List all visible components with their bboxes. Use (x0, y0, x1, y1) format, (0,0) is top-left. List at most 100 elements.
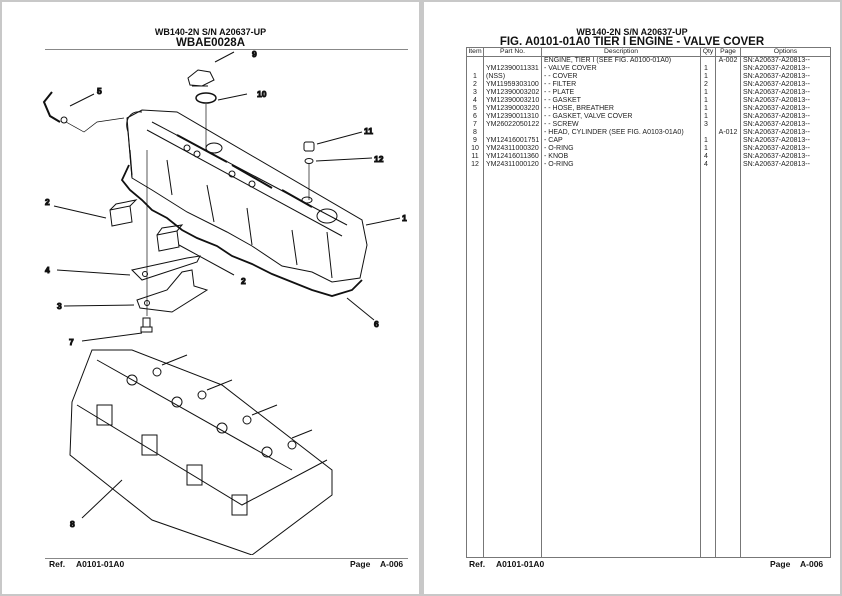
footer-page-label: Page (770, 559, 791, 569)
item-cell: 12 (471, 161, 479, 168)
footer-page-value: A-006 (380, 559, 404, 569)
empty-cell (715, 169, 741, 558)
options-cell: SN:A20637-A20813-- (740, 137, 831, 145)
header-options: Options (740, 47, 831, 57)
illustration-id: WBAE0028A (175, 37, 246, 49)
diagram-page: WB140-2N S/N A20637-UP WBAE0028A (2, 2, 419, 594)
quantity-cell: 1 (700, 89, 716, 97)
empty-cell (740, 169, 831, 558)
quantity-cell: 1 (700, 137, 716, 145)
screw-drawing (140, 317, 153, 333)
options-cell: SN:A20637-A20813-- (740, 145, 831, 153)
callout-8: 8 (70, 519, 75, 529)
callout-2b: 2 (241, 276, 246, 286)
quantity-cell: 4 (700, 161, 716, 169)
part-number-cell: YM12390011331 (483, 65, 542, 73)
callout-6: 6 (374, 319, 379, 329)
footer-ref-label: Ref. (49, 559, 66, 569)
part-number-cell: YM12416011360 (483, 153, 542, 161)
small-o-ring-drawing (304, 158, 314, 164)
page-ref-cell (715, 121, 741, 129)
options-cell: SN:A20637-A20813-- (740, 89, 831, 97)
options-cell: SN:A20637-A20813-- (740, 161, 831, 169)
page-ref-cell (715, 97, 741, 105)
empty-cell (541, 169, 701, 558)
quantity-cell: 1 (700, 145, 716, 153)
callout-11: 11 (364, 126, 373, 136)
page-ref-cell (715, 65, 741, 73)
part-number-cell: YM24311000320 (483, 145, 542, 153)
header-item: Item (466, 47, 484, 57)
parts-list-page: WB140-2N S/N A20637-UP FIG. A0101-01A0 T… (424, 2, 840, 594)
empty-cell (467, 169, 484, 558)
item-cell: 2 (473, 81, 477, 88)
callout-1: 1 (402, 213, 407, 223)
plate-drawing (136, 269, 209, 313)
quantity-cell (700, 129, 716, 137)
table-empty-space (467, 169, 831, 558)
exploded-parts-diagram: 9 10 5 11 12 2 1 2 4 3 6 7 8 (42, 50, 408, 555)
item-cell: 10 (471, 145, 479, 152)
header-rule (45, 49, 408, 50)
item-cell (467, 65, 484, 73)
part-number-cell: YM12390003210 (483, 97, 542, 105)
callout-2a: 2 (45, 197, 50, 207)
page-ref-cell (715, 81, 741, 89)
footer-rule (45, 558, 408, 559)
cap-drawing (187, 69, 215, 87)
quantity-cell: 1 (700, 97, 716, 105)
o-ring-drawing (195, 92, 217, 104)
footer-ref-value: A0101-01A0 (76, 559, 125, 569)
description-cell: - - GASKET (541, 97, 701, 105)
description-cell: - O-RING (541, 145, 701, 153)
page-ref-cell (715, 113, 741, 121)
quantity-cell: 1 (700, 105, 716, 113)
part-number-cell: YM12390003220 (483, 105, 542, 113)
options-cell: SN:A20637-A20813-- (740, 73, 831, 81)
valve-cover-drawing (126, 109, 368, 283)
item-cell: 3 (473, 89, 477, 96)
header-description: Description (541, 47, 701, 57)
quantity-cell: 1 (700, 73, 716, 81)
header-qty: Qty (700, 47, 716, 57)
header-page: Page (715, 47, 741, 57)
knob-drawing (303, 141, 315, 152)
footer-ref-value: A0101-01A0 (496, 559, 545, 569)
part-number-cell: (NSS) (483, 73, 542, 81)
table-row: 8- HEAD, CYLINDER (SEE FIG. A0103-01A0)A… (467, 129, 831, 137)
description-cell: ENGINE, TIER I (SEE FIG. A0100-01A0) (541, 56, 701, 65)
options-cell: SN:A20637-A20813-- (740, 113, 831, 121)
page-ref-cell (715, 145, 741, 153)
description-cell: - KNOB (541, 153, 701, 161)
description-cell: - - SCREW (541, 121, 701, 129)
table-header-row: Item Part No. Description Qty Page Optio… (466, 47, 831, 57)
model-header: WB140-2N S/N A20637-UP (576, 27, 688, 37)
options-cell: SN:A20637-A20813-- (740, 153, 831, 161)
parts-table: Item Part No. Description Qty Page Optio… (466, 47, 831, 558)
options-cell: SN:A20637-A20813-- (740, 81, 831, 89)
empty-cell (483, 169, 542, 558)
options-cell: SN:A20637-A20813-- (740, 105, 831, 113)
part-number-cell (483, 56, 542, 65)
page-ref-cell: A-002 (715, 56, 741, 65)
model-header: WB140-2N S/N A20637-UP (154, 27, 267, 37)
quantity-cell: 3 (700, 121, 716, 129)
callout-9: 9 (252, 50, 257, 59)
item-cell (467, 57, 484, 66)
footer-ref-label: Ref. (469, 559, 486, 569)
quantity-cell: 1 (700, 65, 716, 73)
options-cell: SN:A20637-A20813-- (740, 97, 831, 105)
callout-4: 4 (45, 265, 50, 275)
page-ref-cell (715, 161, 741, 169)
options-cell: SN:A20637-A20813-- (740, 129, 831, 137)
